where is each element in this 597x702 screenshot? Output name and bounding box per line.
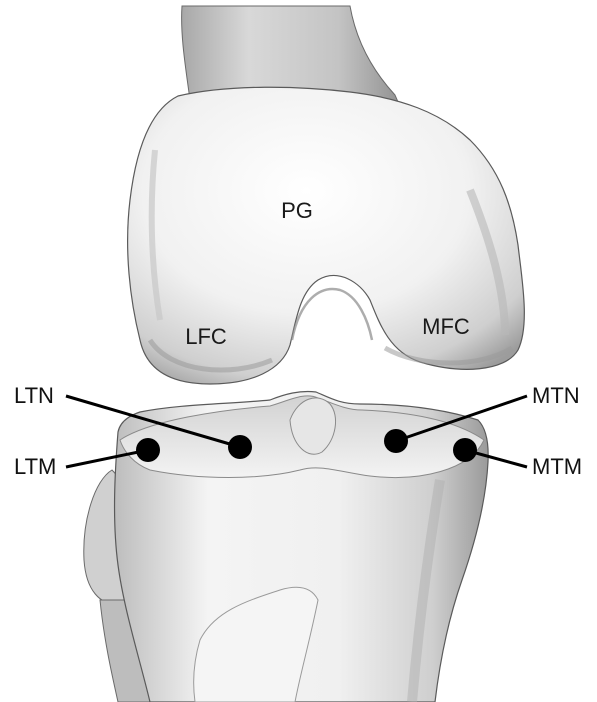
label-mtm: MTM [532, 454, 582, 479]
label-lateral-femoral-condyle: LFC [185, 324, 227, 349]
marker-ltm [136, 438, 160, 462]
label-mtn: MTN [532, 383, 580, 408]
label-patellar-groove: PG [281, 198, 313, 223]
label-ltm: LTM [14, 454, 56, 479]
marker-ltn [228, 435, 252, 459]
marker-mtm [453, 438, 477, 462]
label-medial-femoral-condyle: MFC [422, 314, 470, 339]
label-ltn: LTN [14, 383, 54, 408]
marker-mtn [384, 429, 408, 453]
